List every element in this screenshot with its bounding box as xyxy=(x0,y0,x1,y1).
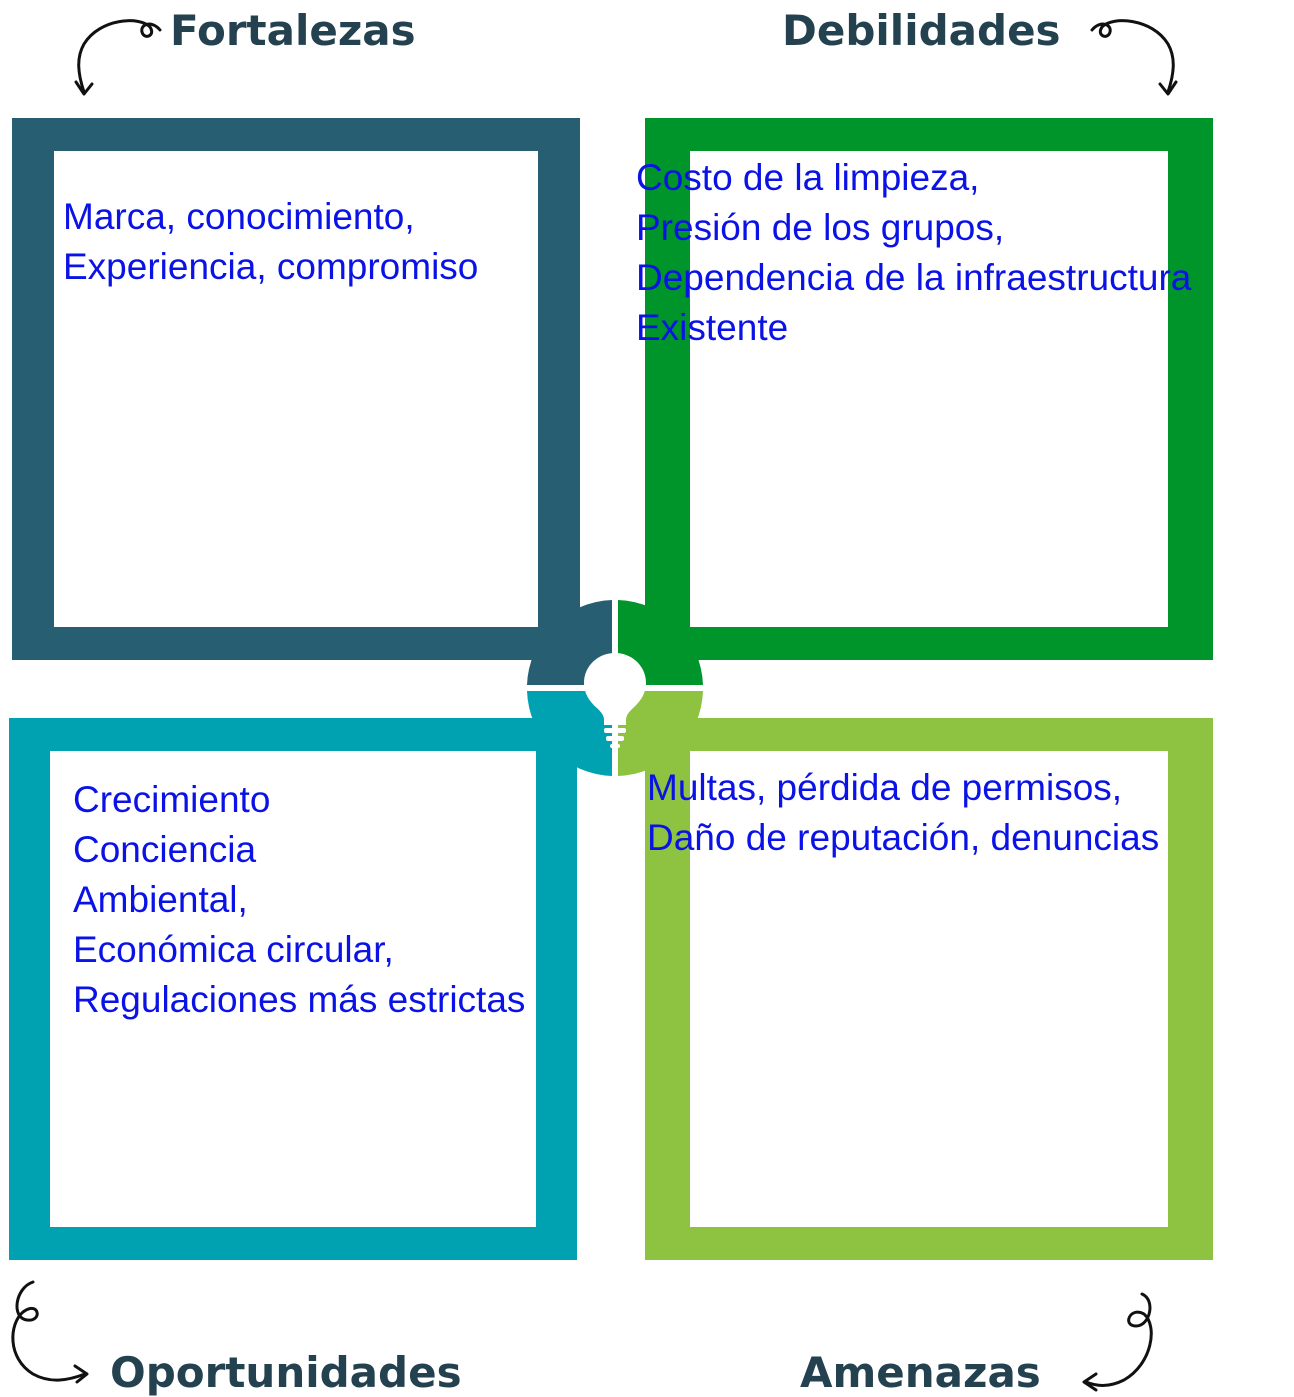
opportunities-frame xyxy=(9,718,577,1260)
threats-frame xyxy=(645,718,1213,1260)
curly-arrow-icon xyxy=(74,19,162,96)
hub-segment-weaknesses xyxy=(618,600,703,685)
curly-arrow-icon xyxy=(11,1280,89,1384)
threats-line: Multas, pérdida de permisos, xyxy=(647,767,1123,808)
strengths-frame xyxy=(12,118,580,660)
opportunities-line: Ambiental, xyxy=(73,879,248,920)
strengths-line: Experiencia, compromiso xyxy=(63,246,479,287)
opportunities-title: Oportunidades xyxy=(110,1348,462,1397)
weaknesses-line: Costo de la limpieza, xyxy=(636,157,980,198)
weaknesses-line: Existente xyxy=(636,307,789,348)
hub-segment-strengths xyxy=(527,600,612,685)
weaknesses-line: Dependencia de la infraestructura xyxy=(636,257,1192,298)
opportunities-line: Económica circular, xyxy=(73,929,394,970)
strengths-line: Marca, conocimiento, xyxy=(63,196,415,237)
curly-arrow-icon xyxy=(1082,1292,1153,1392)
opportunities-line: Crecimiento xyxy=(73,779,271,820)
threats-title: Amenazas xyxy=(800,1348,1041,1397)
threats-content: Multas, pérdida de permisos, Daño de rep… xyxy=(647,763,1159,863)
opportunities-line: Regulaciones más estrictas xyxy=(73,979,526,1020)
weaknesses-line: Presión de los grupos, xyxy=(636,207,1005,248)
weaknesses-title: Debilidades xyxy=(782,6,1061,55)
strengths-title: Fortalezas xyxy=(170,6,416,55)
weaknesses-frame xyxy=(645,118,1213,660)
lightbulb-icon xyxy=(584,653,646,748)
threats-line: Daño de reputación, denuncias xyxy=(647,817,1160,858)
hub-segment-opportunities xyxy=(527,691,612,776)
center-hub xyxy=(527,600,703,776)
weaknesses-content: Costo de la limpieza, Presión de los gru… xyxy=(636,153,1191,353)
strengths-content: Marca, conocimiento, Experiencia, compro… xyxy=(63,192,478,292)
opportunities-content: Crecimiento Conciencia Ambiental, Económ… xyxy=(73,775,525,1025)
curly-arrow-icon xyxy=(1090,19,1178,96)
hub-segment-threats xyxy=(618,691,703,776)
opportunities-line: Conciencia xyxy=(73,829,257,870)
